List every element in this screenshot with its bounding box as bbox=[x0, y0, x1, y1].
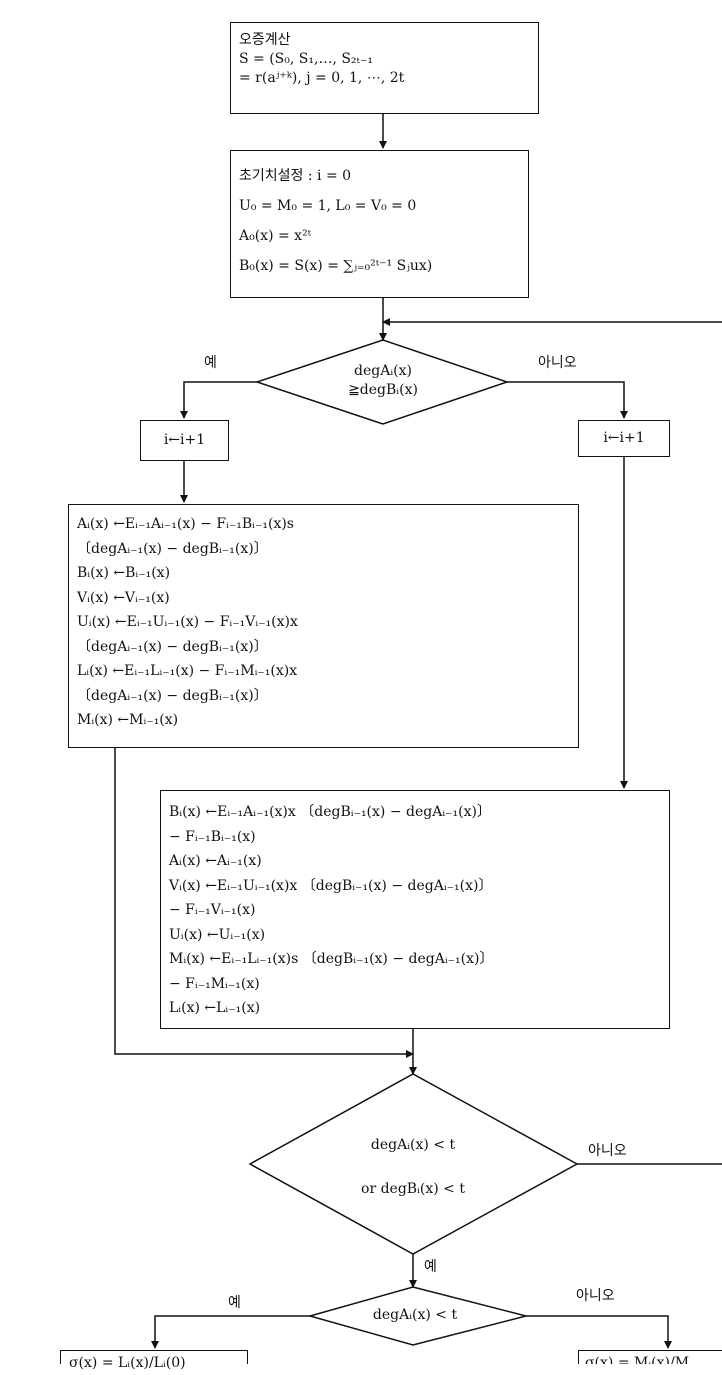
update-right-line-7: Mᵢ(x) ←Eᵢ₋₁Lᵢ₋₁(x)s 〔degBᵢ₋₁(x) − degAᵢ₋… bbox=[169, 951, 494, 967]
increment-left-box: i←i+1 bbox=[140, 420, 229, 461]
increment-right-box: i←i+1 bbox=[578, 420, 670, 457]
update-left-line-7: Lᵢ(x) ←Eᵢ₋₁Lᵢ₋₁(x) − Fᵢ₋₁Mᵢ₋₁(x)x bbox=[77, 663, 298, 679]
decision3-text: degAᵢ(x) < t bbox=[335, 1306, 495, 1325]
initialization-box: 초기치설정 : i = 0 U₀ = M₀ = 1, L₀ = V₀ = 0 A… bbox=[230, 150, 529, 298]
update-right-line-8: − Fᵢ₋₁Mᵢ₋₁(x) bbox=[169, 975, 260, 992]
decision3-no-label: 아니오 bbox=[576, 1288, 615, 1304]
line-left-update-to-merge bbox=[114, 748, 414, 1058]
decision3-yes-label: 예 bbox=[228, 1295, 241, 1311]
increment-left-text: i←i+1 bbox=[163, 432, 206, 448]
result-right-text: σ(x) = Mᵢ(x)/M bbox=[585, 1355, 690, 1364]
decision2-no-label: 아니오 bbox=[588, 1143, 627, 1159]
result-left-text: σ(x) = Lᵢ(x)/Lᵢ(0) bbox=[69, 1355, 186, 1371]
update-right-line-3: Aᵢ(x) ←Aᵢ₋₁(x) bbox=[169, 853, 262, 869]
update-left-box: Aᵢ(x) ←Eᵢ₋₁Aᵢ₋₁(x) − Fᵢ₋₁Bᵢ₋₁(x)s 〔degAᵢ… bbox=[68, 504, 579, 748]
update-right-line-1: Bᵢ(x) ←Eᵢ₋₁Aᵢ₋₁(x)x 〔degBᵢ₋₁(x) − degAᵢ₋… bbox=[169, 804, 491, 820]
syndrome-line-2: S = (S₀, S₁,…, S₂ₜ₋₁ bbox=[239, 51, 373, 67]
arrow-no-to-increment-right bbox=[507, 381, 628, 419]
decision1-line-2: ≧degBᵢ(x) bbox=[348, 382, 418, 398]
init-line-3: A₀(x) = x²ᵗ bbox=[239, 228, 312, 244]
decision2-line-1: degAᵢ(x) < t bbox=[370, 1137, 456, 1153]
init-line-2: U₀ = M₀ = 1, L₀ = V₀ = 0 bbox=[239, 198, 417, 214]
update-right-box: Bᵢ(x) ←Eᵢ₋₁Aᵢ₋₁(x)x 〔degBᵢ₋₁(x) − degAᵢ₋… bbox=[160, 790, 670, 1029]
arrow-decision3-yes-to-result-left bbox=[151, 1315, 310, 1349]
decision3-diamond bbox=[307, 1286, 527, 1346]
update-left-line-6: 〔degAᵢ₋₁(x) − degBᵢ₋₁(x)〕 bbox=[77, 638, 268, 655]
update-right-line-2: − Fᵢ₋₁Bᵢ₋₁(x) bbox=[169, 828, 256, 845]
decision2-text: degAᵢ(x) < t or degBᵢ(x) < t bbox=[313, 1123, 513, 1211]
update-right-line-9: Lᵢ(x) ←Lᵢ₋₁(x) bbox=[169, 1000, 261, 1016]
update-left-line-9: Mᵢ(x) ←Mᵢ₋₁(x) bbox=[77, 712, 179, 728]
update-left-line-2: 〔degAᵢ₋₁(x) − degBᵢ₋₁(x)〕 bbox=[77, 540, 268, 557]
increment-right-text: i←i+1 bbox=[603, 430, 645, 446]
update-right-line-4: Vᵢ(x) ←Eᵢ₋₁Uᵢ₋₁(x)x 〔degBᵢ₋₁(x) − degAᵢ₋… bbox=[169, 877, 493, 894]
init-line-1: 초기치설정 : i = 0 bbox=[239, 168, 352, 184]
arrow-yes-to-increment-left bbox=[180, 381, 257, 419]
update-right-line-6: Uᵢ(x) ←Uᵢ₋₁(x) bbox=[169, 926, 266, 943]
decision2-line-2: or degBᵢ(x) < t bbox=[361, 1181, 465, 1197]
update-left-line-5: Uᵢ(x) ←Eᵢ₋₁Uᵢ₋₁(x) − Fᵢ₋₁Vᵢ₋₁(x)x bbox=[77, 614, 298, 630]
decision2-diamond bbox=[248, 1073, 579, 1255]
decision1-text: degAᵢ(x) ≧degBᵢ(x) bbox=[300, 362, 466, 400]
syndrome-line-1: 오증계산 bbox=[239, 32, 291, 48]
result-right-box: σ(x) = Mᵢ(x)/M bbox=[578, 1350, 722, 1364]
init-line-4: B₀(x) = S(x) = ∑ⱼ₌₀²ᵗ⁻¹ Sⱼux) bbox=[239, 258, 433, 274]
decision1-yes-label: 예 bbox=[204, 355, 217, 371]
decision1-line-1: degAᵢ(x) bbox=[354, 363, 412, 379]
result-left-box: σ(x) = Lᵢ(x)/Lᵢ(0) bbox=[60, 1350, 248, 1371]
update-left-line-3: Bᵢ(x) ←Bᵢ₋₁(x) bbox=[77, 565, 171, 581]
decision3-label: degAᵢ(x) < t bbox=[372, 1307, 458, 1323]
decision1-no-label: 아니오 bbox=[538, 355, 577, 371]
decision1-diamond bbox=[254, 339, 510, 425]
update-left-line-8: 〔degAᵢ₋₁(x) − degBᵢ₋₁(x)〕 bbox=[77, 687, 268, 704]
syndrome-calculation-box: 오증계산 S = (S₀, S₁,…, S₂ₜ₋₁ = r(aʲ⁺ᵏ), j =… bbox=[230, 22, 539, 114]
syndrome-line-3: = r(aʲ⁺ᵏ), j = 0, 1, ⋯, 2t bbox=[239, 70, 405, 86]
update-left-line-4: Vᵢ(x) ←Vᵢ₋₁(x) bbox=[77, 589, 170, 606]
arrow-decision3-no-to-result-right bbox=[526, 1315, 672, 1349]
update-right-line-5: − Fᵢ₋₁Vᵢ₋₁(x) bbox=[169, 902, 256, 918]
update-left-line-1: Aᵢ(x) ←Eᵢ₋₁Aᵢ₋₁(x) − Fᵢ₋₁Bᵢ₋₁(x)s bbox=[77, 516, 294, 532]
decision2-yes-label: 예 bbox=[424, 1259, 437, 1275]
